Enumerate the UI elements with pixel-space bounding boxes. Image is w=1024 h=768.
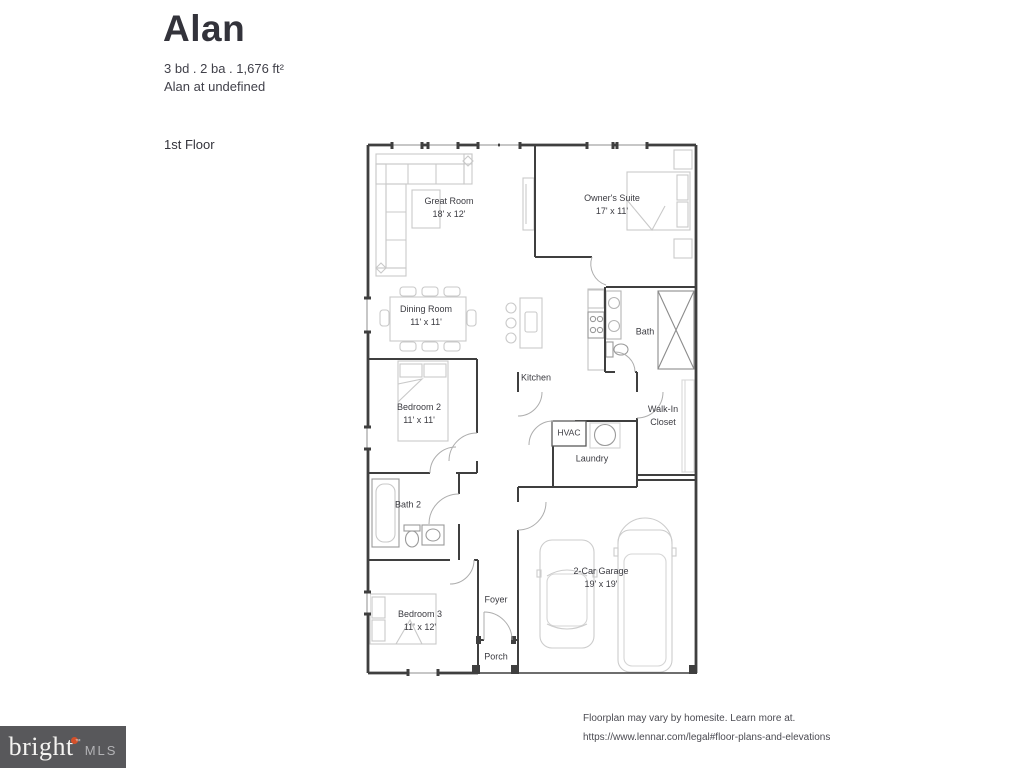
room-label-kitchen: Kitchen <box>520 372 552 383</box>
owners-bed <box>626 149 693 259</box>
room-label-bedroom-3: Bedroom 3 11' x 12' <box>397 609 443 632</box>
hvac-closet <box>551 420 587 447</box>
floorplan: Great Room 18' x 12' Owner's Suite 17' x… <box>364 142 700 682</box>
bedroom3-bed <box>369 593 437 645</box>
room-label-bath: Bath <box>635 326 655 337</box>
bathtub <box>371 478 400 548</box>
room-label-bath-2: Bath 2 <box>394 499 422 510</box>
community-name: Alan at undefined <box>164 79 266 94</box>
room-label-walk-in-closet: Walk-In Closet <box>647 404 679 427</box>
dining-table <box>379 286 477 352</box>
brightmls-logo-trademark: ™ <box>74 739 81 745</box>
sectional-sofa <box>375 153 474 277</box>
floor-label: 1st Floor <box>164 137 215 152</box>
coffee-table <box>411 189 441 229</box>
floorplan-drawing <box>364 142 698 676</box>
bedroom2-bed <box>397 360 449 442</box>
room-label-great-room: Great Room 18' x 12' <box>424 196 474 219</box>
bath2-toilet <box>403 524 421 548</box>
suv <box>613 517 677 673</box>
room-label-garage: 2-Car Garage 19' x 19' <box>573 566 629 589</box>
page-title: Alan <box>163 8 246 49</box>
disclaimer-line-2: https://www.lennar.com/legal#floor-plans… <box>583 732 831 743</box>
brightmls-logo-suffix: MLS <box>84 743 118 758</box>
brightmls-logo-accent-icon <box>70 737 78 744</box>
room-label-foyer: Foyer <box>484 594 508 605</box>
shower <box>657 290 695 370</box>
car <box>536 539 598 649</box>
room-label-bedroom-2: Bedroom 2 11' x 11' <box>396 402 442 425</box>
home-specs: 3 bd . 2 ba . 1,676 ft² <box>164 61 284 76</box>
kitchen-island <box>505 297 543 349</box>
bath-vanity <box>605 290 622 340</box>
brightmls-logo-brand: bright <box>8 732 74 761</box>
washer <box>589 422 621 449</box>
disclaimer-line-1: Floorplan may vary by homesite. Learn mo… <box>583 713 796 724</box>
windows <box>364 142 697 676</box>
door-swings <box>428 256 664 641</box>
brightmls-logo: bright ™ MLS <box>0 726 126 768</box>
room-label-hvac: HVAC <box>557 427 581 438</box>
bath2-sink <box>421 524 445 546</box>
room-label-laundry: Laundry <box>575 453 609 464</box>
room-label-dining-room: Dining Room 11' x 11' <box>399 304 453 327</box>
tv-console <box>522 177 535 231</box>
room-label-owners-suite: Owner's Suite 17' x 11' <box>584 193 640 216</box>
room-label-porch: Porch <box>484 651 508 662</box>
stove <box>587 311 605 339</box>
closet-shelving <box>681 379 695 473</box>
